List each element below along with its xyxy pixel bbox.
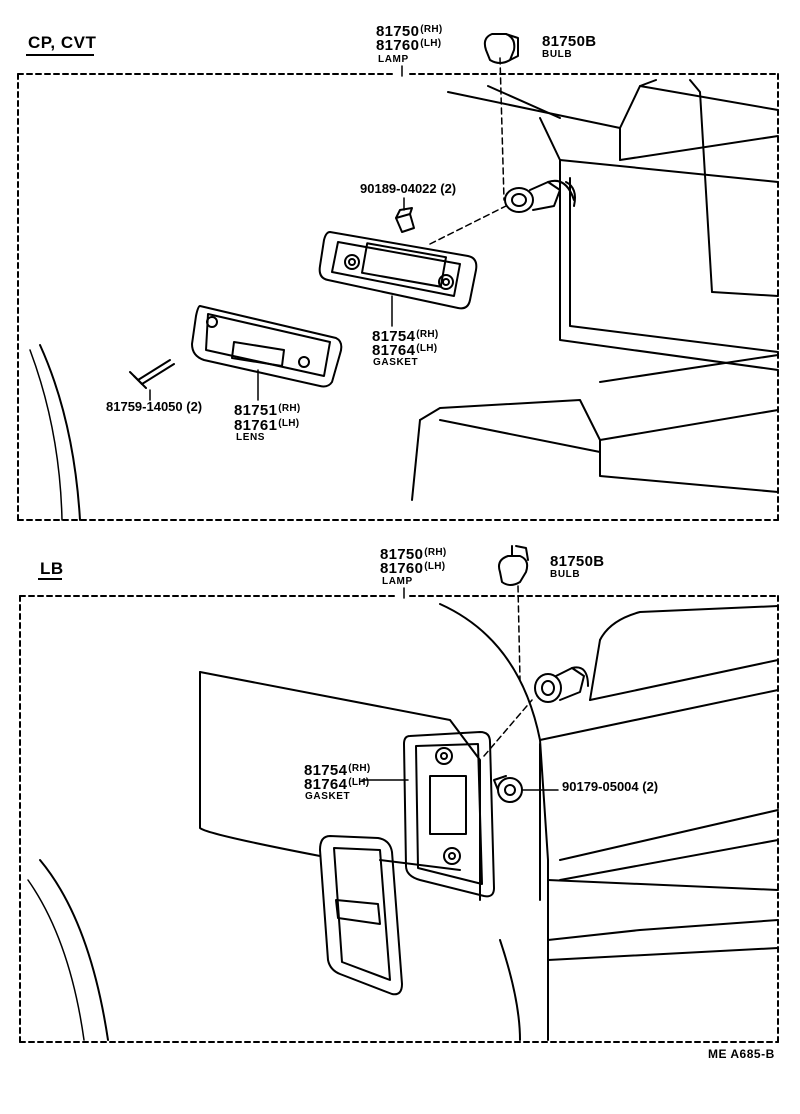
bottom-bulb-caption: BULB [550, 569, 581, 580]
top-lamp-lh-number: 81760(LH) [376, 37, 442, 54]
top-gasket-caption: GASKET [373, 357, 419, 368]
bottom-leader-lines [361, 585, 559, 791]
top-lens-rh-number: 81751(RH) [234, 402, 301, 419]
top-lens [191, 305, 343, 388]
bottom-bulb [498, 545, 529, 586]
bottom-gasket-rh-number: 81754(RH) [304, 762, 371, 779]
top-gasket [318, 231, 478, 310]
bottom-lamp-caption: LAMP [382, 576, 413, 587]
section-label-bottom-underline [38, 578, 62, 580]
bottom-lamp-lh-number: 81760(LH) [380, 560, 446, 577]
bottom-grommet [493, 775, 523, 803]
top-section-frame [17, 73, 779, 521]
bottom-grommet-number: 90179-05004 (2) [562, 779, 659, 794]
bottom-bulb-socket [534, 666, 589, 703]
bottom-gasket-caption: GASKET [305, 791, 351, 802]
bottom-lens [319, 835, 403, 996]
section-label-top-underline [26, 54, 94, 56]
top-lens-lh-number: 81761(LH) [234, 417, 300, 434]
figure-code: ME A685-B [708, 1047, 775, 1061]
top-lamp-caption: LAMP [378, 54, 409, 65]
top-lens-screw [129, 359, 175, 389]
top-leader-lines [149, 57, 507, 401]
bottom-gasket-lh-number: 81764(LH) [304, 776, 370, 793]
bottom-body-panel [27, 603, 779, 1041]
bottom-gasket [403, 731, 495, 898]
top-bulb-caption: BULB [542, 49, 573, 60]
top-lens-caption: LENS [236, 432, 266, 443]
top-lens-screw-number: 81759-14050 (2) [106, 399, 203, 414]
top-body-panel [29, 79, 779, 521]
top-screw-number: 90189-04022 (2) [360, 181, 457, 196]
top-gasket-lh-number: 81764(LH) [372, 342, 438, 359]
bottom-section-frame [19, 595, 779, 1043]
top-bulb-number: 81750B [542, 33, 597, 50]
section-label-top: CP, CVT [28, 33, 97, 52]
bottom-bulb-number: 81750B [550, 553, 605, 570]
top-lamp-rh-number: 81750(RH) [376, 23, 443, 40]
top-gasket-rh-number: 81754(RH) [372, 328, 439, 345]
top-bulb-socket [504, 179, 576, 213]
top-bulb [483, 33, 519, 64]
top-screw [395, 207, 415, 233]
section-label-bottom: LB [40, 559, 64, 578]
bottom-lamp-rh-number: 81750(RH) [380, 546, 447, 563]
